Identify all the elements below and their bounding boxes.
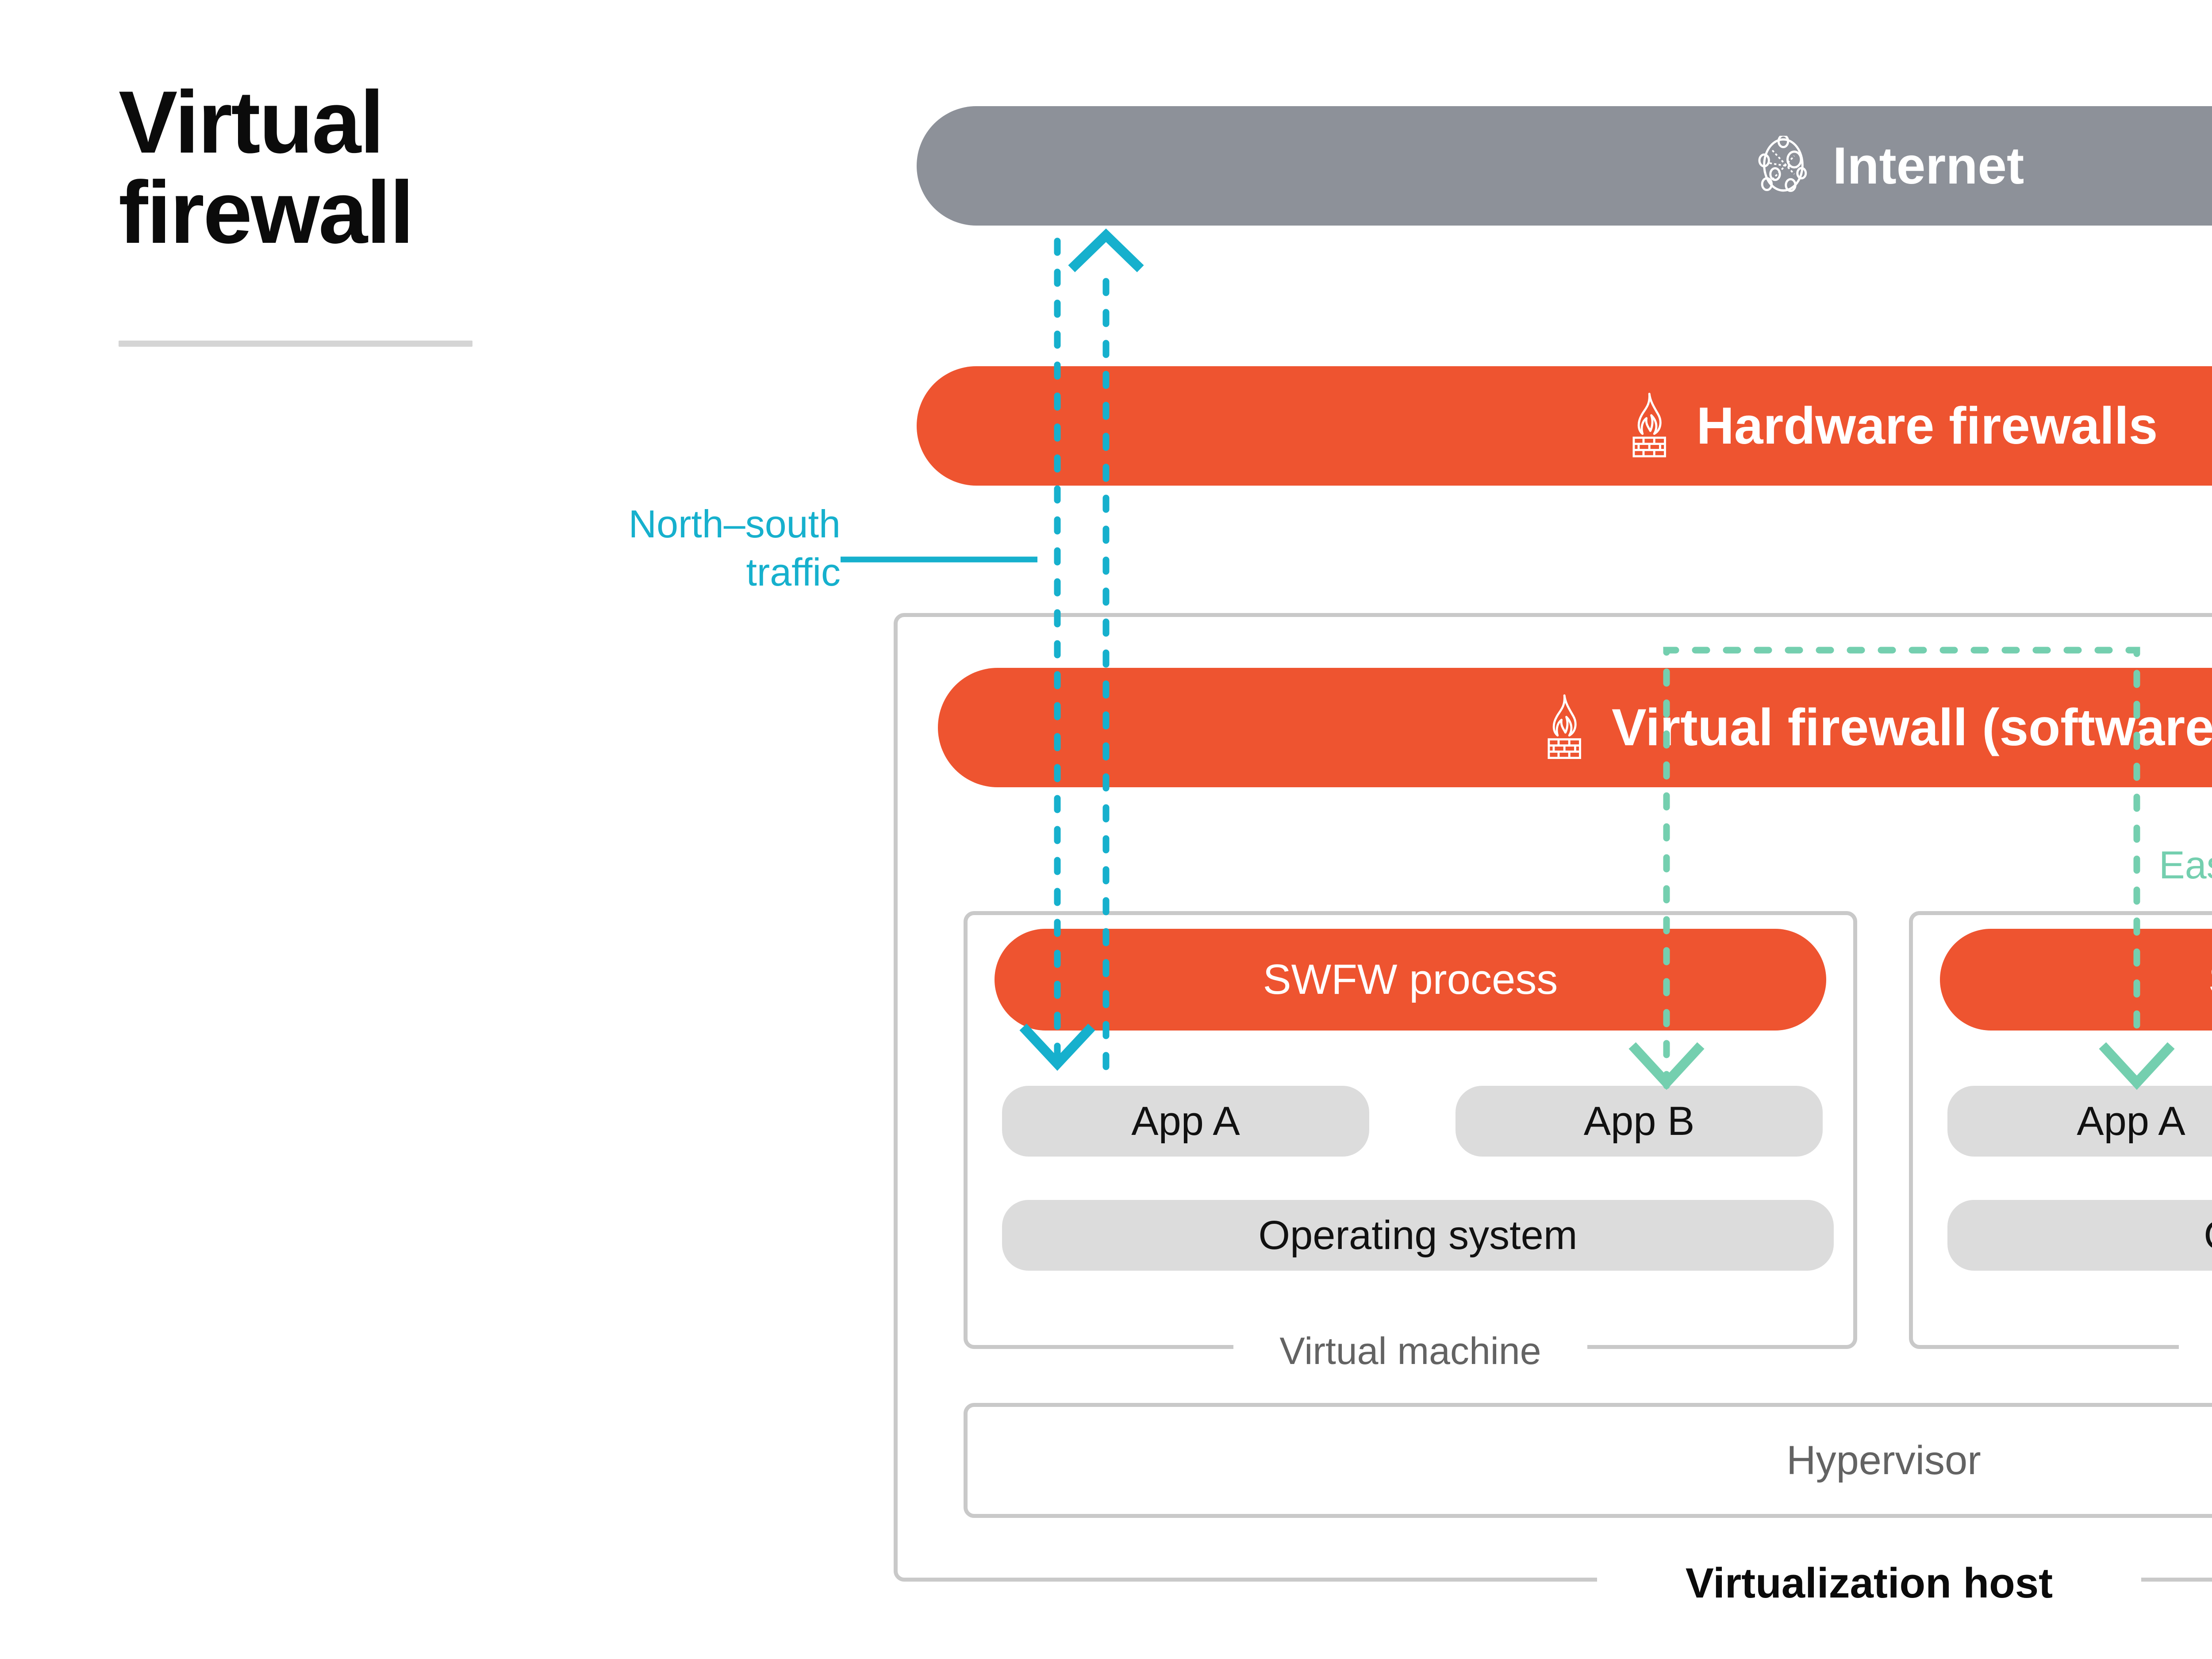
operating-system-box[interactable]: Operating system bbox=[1002, 1200, 1834, 1271]
operating-system-label: Operating system bbox=[2204, 1212, 2212, 1259]
vm-caption-mask bbox=[1233, 1325, 1587, 1378]
firewall-flame-brick-icon bbox=[1621, 392, 1676, 460]
app-label: App A bbox=[1131, 1098, 1240, 1144]
hardware-firewalls-bar[interactable]: Hardware firewalls bbox=[917, 366, 2212, 486]
virtualization-host-box bbox=[894, 613, 2212, 1582]
virtual-firewall-bar[interactable]: Virtual firewall (software) bbox=[938, 668, 2212, 787]
vm-caption-mask bbox=[2179, 1325, 2212, 1378]
swfw-process-label: SWFW process bbox=[2208, 955, 2212, 1004]
app-box[interactable]: App A bbox=[1002, 1086, 1369, 1157]
swfw-process-label: SWFW process bbox=[1263, 956, 1558, 1003]
page-title: Virtual firewall bbox=[119, 73, 414, 262]
hypervisor-label: Hypervisor bbox=[1786, 1437, 1981, 1483]
title-divider bbox=[119, 341, 472, 347]
swfw-process-bar[interactable]: SWFW process bbox=[995, 929, 1826, 1031]
virtual-firewall-label: Virtual firewall (software) bbox=[1611, 698, 2212, 757]
internet-bar[interactable]: Internet bbox=[917, 106, 2212, 226]
north-south-outbound-arrow bbox=[1068, 228, 1144, 272]
internet-label: Internet bbox=[1832, 137, 2024, 195]
operating-system-box[interactable]: Operating system bbox=[1947, 1200, 2212, 1271]
title-block: Virtual firewall bbox=[119, 77, 517, 258]
virtualization-host-caption: Virtualization host bbox=[1685, 1559, 2053, 1607]
hypervisor-box[interactable]: Hypervisor bbox=[964, 1403, 2212, 1518]
north-south-traffic-label: North–south traffic bbox=[628, 502, 841, 594]
swfw-process-bar[interactable]: SWFW process bbox=[1940, 929, 2212, 1031]
virtual-machine-caption: Virtual machine bbox=[1279, 1329, 1541, 1372]
host-caption-mask bbox=[1597, 1557, 2141, 1610]
app-box[interactable]: App B bbox=[1455, 1086, 1823, 1157]
network-globe-icon bbox=[1754, 134, 1813, 196]
east-west-traffic-label: East-west traffic bbox=[2159, 843, 2212, 887]
hardware-firewalls-label: Hardware firewalls bbox=[1696, 397, 2158, 455]
virtual-machine-caption: Virtual machine bbox=[2179, 1325, 2212, 1378]
app-box[interactable]: App A bbox=[1947, 1086, 2212, 1157]
firewall-flame-brick-icon bbox=[1536, 693, 1591, 762]
app-label: App B bbox=[1583, 1098, 1695, 1144]
app-label: App A bbox=[2077, 1098, 2185, 1144]
operating-system-label: Operating system bbox=[1258, 1212, 1578, 1258]
